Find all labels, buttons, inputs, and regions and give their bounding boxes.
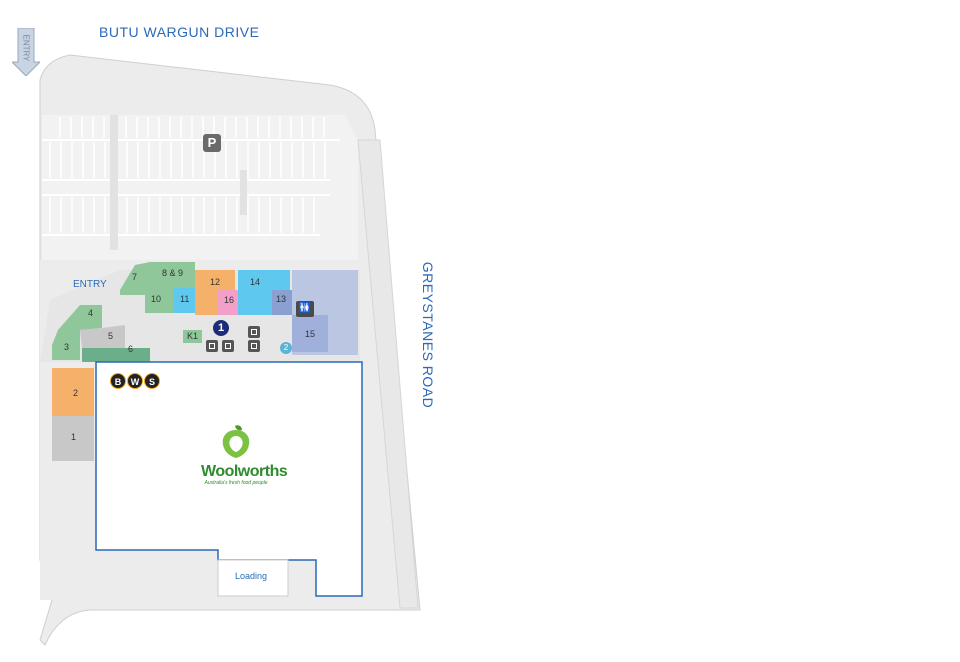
road-label-north: BUTU WARGUN DRIVE: [99, 24, 260, 40]
shop-number: 10: [151, 294, 161, 304]
loading-dock[interactable]: [217, 559, 289, 597]
phone-icon: [248, 326, 260, 338]
shop-number: 14: [250, 277, 260, 287]
bws-letter: W: [127, 373, 143, 389]
shop-number: 7: [132, 272, 137, 282]
shop-1[interactable]: [52, 416, 94, 461]
carpark-divider: [110, 115, 118, 250]
shop-6[interactable]: [82, 348, 150, 362]
shop-7[interactable]: [120, 262, 150, 295]
shop-number: 4: [88, 308, 93, 318]
shop-number: 3: [64, 342, 69, 352]
toilets-icon: 🚻: [296, 301, 314, 317]
entry-arrow-icon: [12, 28, 40, 76]
woolworths-name: Woolworths: [201, 463, 288, 480]
map-marker-1[interactable]: 1: [213, 320, 229, 336]
shop-10[interactable]: [145, 288, 173, 313]
carpark-divider: [240, 170, 247, 215]
shop-number: 12: [210, 277, 220, 287]
bws-letter: B: [110, 373, 126, 389]
shop-number: 8 & 9: [162, 268, 183, 278]
pedestrian-entry-label: ENTRY: [73, 279, 107, 290]
shop-number: 6: [128, 344, 133, 354]
shop-13[interactable]: [272, 290, 292, 315]
shop-number: 5: [108, 331, 113, 341]
shop-number: 1: [71, 432, 76, 442]
shop-4[interactable]: [58, 305, 102, 330]
parking-bays: [42, 139, 340, 236]
greystanes-frontage: [357, 139, 419, 609]
bws-letter: S: [144, 373, 160, 389]
shop-number: 11: [180, 294, 189, 304]
atm-icon: [206, 340, 218, 352]
woolworths-logo[interactable]: Woolworths Australia's fresh food people: [201, 424, 288, 486]
shop-number: 16: [224, 295, 234, 305]
shop-16[interactable]: [218, 290, 238, 315]
shop-number: 13: [276, 294, 286, 304]
entry-arrow-label: ENTRY: [21, 34, 31, 62]
shop-5[interactable]: [80, 325, 125, 348]
phone-icon: [248, 340, 260, 352]
shop-3[interactable]: [52, 330, 80, 360]
bws-logo[interactable]: B W S: [110, 373, 160, 389]
woolworths-store[interactable]: [95, 361, 363, 597]
car-park: [42, 115, 358, 260]
shop-11[interactable]: [173, 288, 195, 313]
shop-8-9[interactable]: [150, 262, 195, 288]
map-marker-2[interactable]: 2: [280, 342, 292, 354]
shop-2[interactable]: [52, 368, 94, 416]
woolworths-tagline: Australia's fresh food people: [204, 480, 268, 486]
atm-icon: [222, 340, 234, 352]
shop-numbers: 2 1 3 4 5 6 7 8 & 9 10 11 12 16 14 13 15: [64, 268, 315, 442]
woolworths-apple-icon: [222, 425, 250, 458]
kiosk-k1[interactable]: K1: [183, 330, 202, 343]
road-label-east: GREYSTANES ROAD: [420, 261, 436, 409]
shop-number: 15: [305, 329, 315, 339]
shop-number: 2: [73, 388, 78, 398]
parking-icon: P: [203, 134, 221, 152]
loading-label: Loading: [235, 571, 268, 581]
